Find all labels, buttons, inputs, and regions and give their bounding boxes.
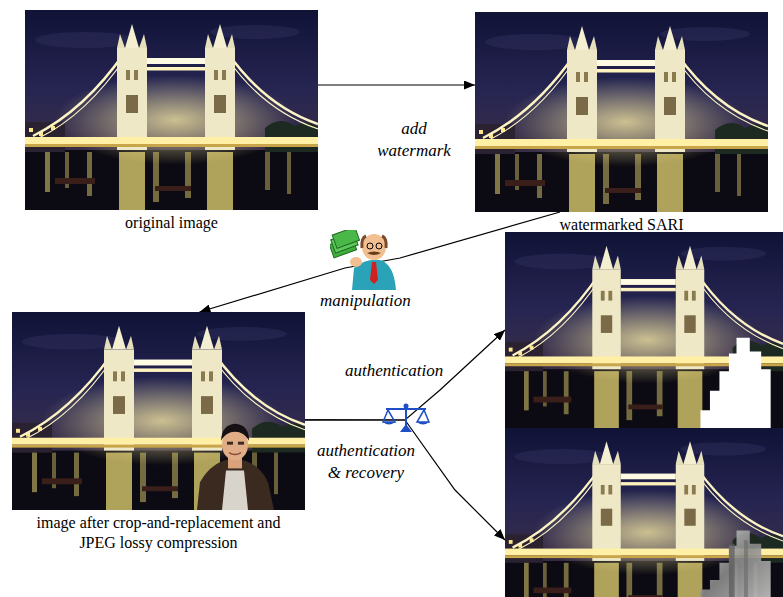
inserted-person bbox=[197, 424, 274, 510]
photo-original bbox=[25, 10, 318, 210]
edge-label: add watermark bbox=[372, 118, 456, 162]
flow-arrow bbox=[318, 84, 475, 85]
tamper-mask bbox=[700, 338, 770, 428]
photo-watermarked bbox=[475, 12, 768, 212]
balance-scale-icon bbox=[382, 400, 430, 434]
recovered-region bbox=[700, 531, 770, 597]
photo-recovered bbox=[505, 428, 783, 597]
edge-label: authentication & recovery bbox=[314, 440, 418, 484]
image-frame: image after crop-and-replacement and JPE… bbox=[12, 312, 305, 510]
flow-arrow bbox=[305, 420, 505, 540]
photo-manipulated bbox=[12, 312, 305, 510]
image-frame: original image bbox=[25, 10, 318, 210]
edge-label: authentication bbox=[343, 360, 445, 382]
image-frame: watermarked SARI bbox=[475, 12, 768, 212]
photo-authenticated bbox=[505, 232, 783, 428]
image-caption: original image bbox=[125, 213, 218, 233]
flow-arrow bbox=[305, 330, 505, 420]
image-caption: image after crop-and-replacement and JPE… bbox=[28, 513, 290, 553]
image-frame bbox=[505, 428, 783, 597]
edge-label: manipulation bbox=[318, 290, 413, 312]
image-caption: watermarked SARI bbox=[560, 215, 684, 235]
manipulator-icon bbox=[330, 230, 402, 290]
image-frame bbox=[505, 232, 783, 428]
